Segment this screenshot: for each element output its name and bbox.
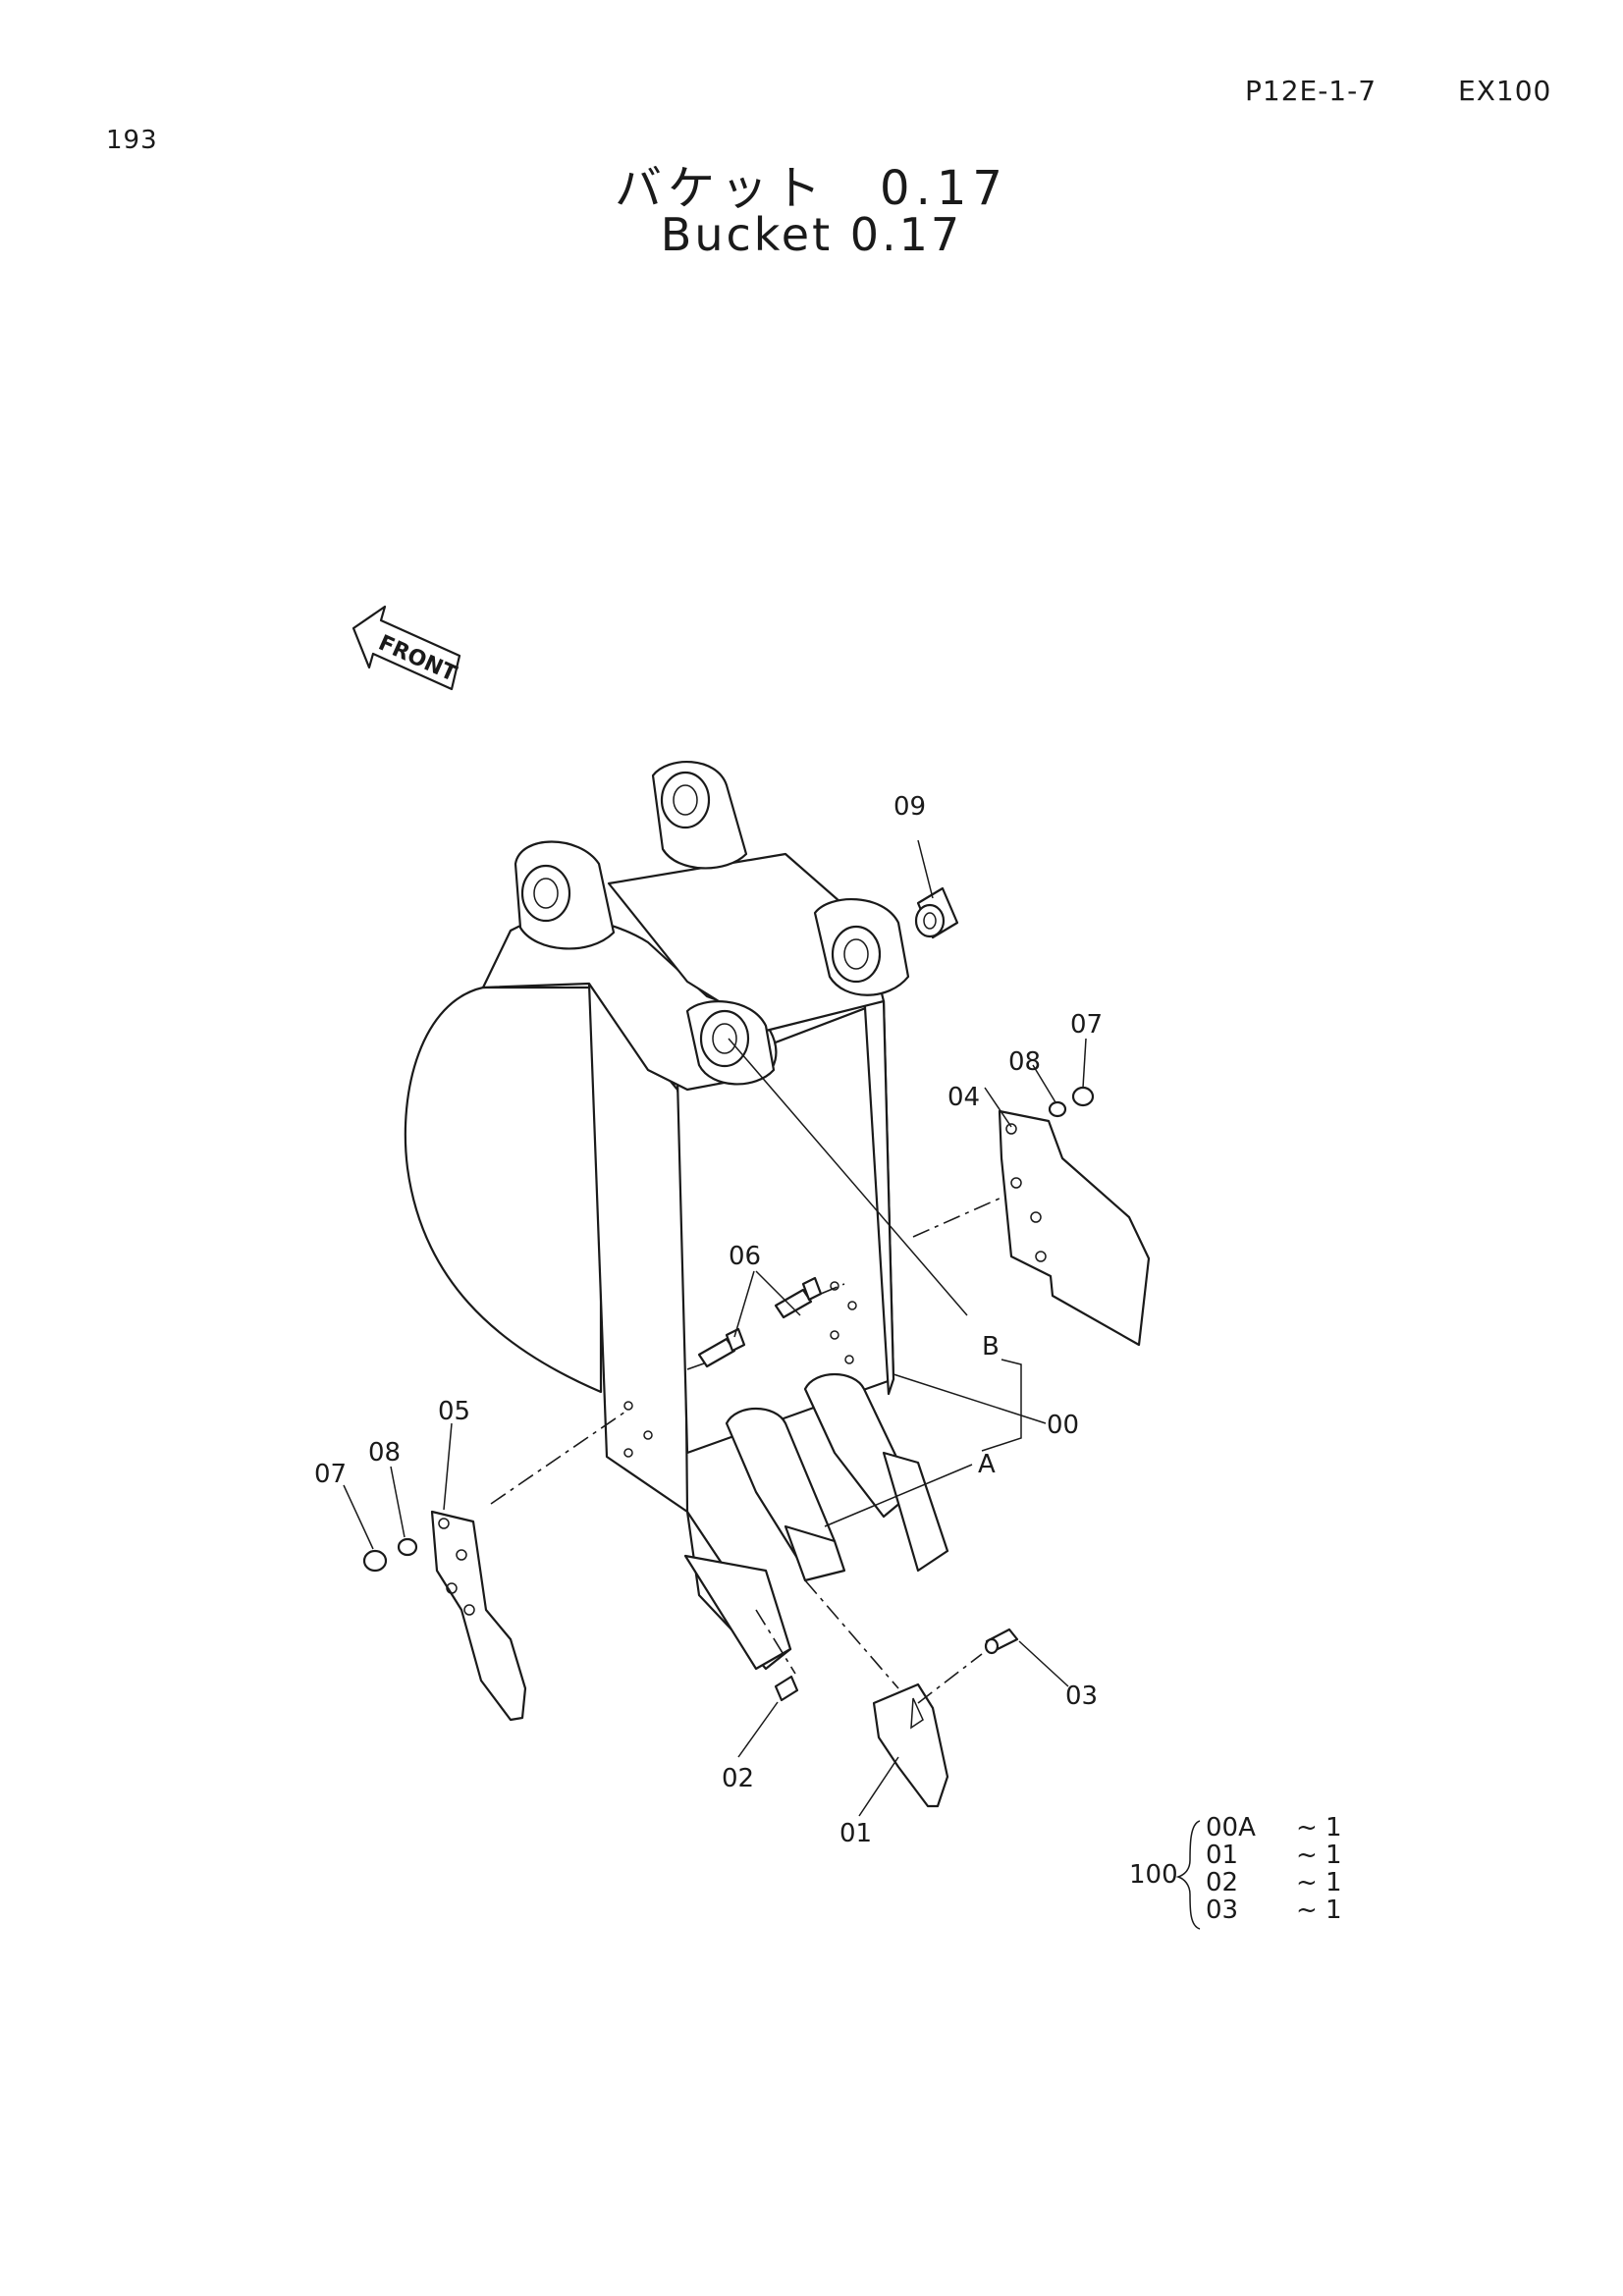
- bucket-teeth: [683, 1372, 949, 1671]
- kit-row-qty: ~ 1: [1296, 1841, 1342, 1870]
- callout-09: 09: [893, 792, 926, 822]
- kit-assembly-number: 100: [1129, 1860, 1178, 1890]
- callout-04: 04: [947, 1083, 980, 1112]
- part-05-side-cutter: [430, 1409, 629, 1722]
- callout-a: A: [978, 1450, 996, 1479]
- part-09-bushing: [914, 839, 959, 939]
- kit-row-qty: ~ 1: [1296, 1896, 1342, 1925]
- part-03-pin: [917, 1628, 1069, 1704]
- part-02-lock: [737, 1609, 799, 1758]
- kit-row-part: 02: [1206, 1868, 1238, 1897]
- kit-row-qty: ~ 1: [1296, 1813, 1342, 1842]
- page-number: 193: [106, 126, 158, 155]
- kit-row-qty: ~ 1: [1296, 1868, 1342, 1897]
- callout-03: 03: [1065, 1682, 1098, 1711]
- title-japanese: バケット 0.17: [615, 161, 1008, 216]
- part-04-side-cutter: [912, 1087, 1151, 1347]
- callout-00: 00: [1047, 1411, 1079, 1440]
- kit-row-part: 00A: [1206, 1813, 1256, 1842]
- callout-06: 06: [729, 1242, 761, 1271]
- kit-row-part: 03: [1206, 1896, 1238, 1925]
- callout-08-right: 08: [1008, 1047, 1041, 1077]
- part-08-washer-left: [390, 1466, 418, 1557]
- reference-lines: [728, 1038, 1047, 1527]
- part-08-washer-right: [1032, 1064, 1067, 1118]
- callout-08-left: 08: [368, 1438, 401, 1468]
- callout-01: 01: [839, 1819, 872, 1848]
- model-code: EX100: [1458, 75, 1552, 107]
- callout-05: 05: [438, 1397, 470, 1426]
- part-06-bolts: [686, 1270, 845, 1370]
- callout-07-left: 07: [314, 1460, 347, 1489]
- front-arrow: FRONT: [352, 605, 461, 691]
- callout-b: B: [982, 1332, 1000, 1362]
- kit-table: 100 00A ~ 1 01 ~ 1 02 ~ 1 03 ~ 1: [1129, 1813, 1342, 1930]
- title-english: Bucket 0.17: [660, 208, 963, 261]
- callout-02: 02: [722, 1764, 754, 1793]
- callout-07-right: 07: [1070, 1010, 1103, 1040]
- reference-code: P12E-1-7: [1245, 75, 1378, 107]
- part-07-nut-right: [1071, 1038, 1095, 1107]
- kit-row-part: 01: [1206, 1841, 1238, 1870]
- part-07-nut-left: [343, 1484, 388, 1573]
- front-label: FRONT: [375, 631, 460, 687]
- part-01-tooth: [804, 1579, 949, 1817]
